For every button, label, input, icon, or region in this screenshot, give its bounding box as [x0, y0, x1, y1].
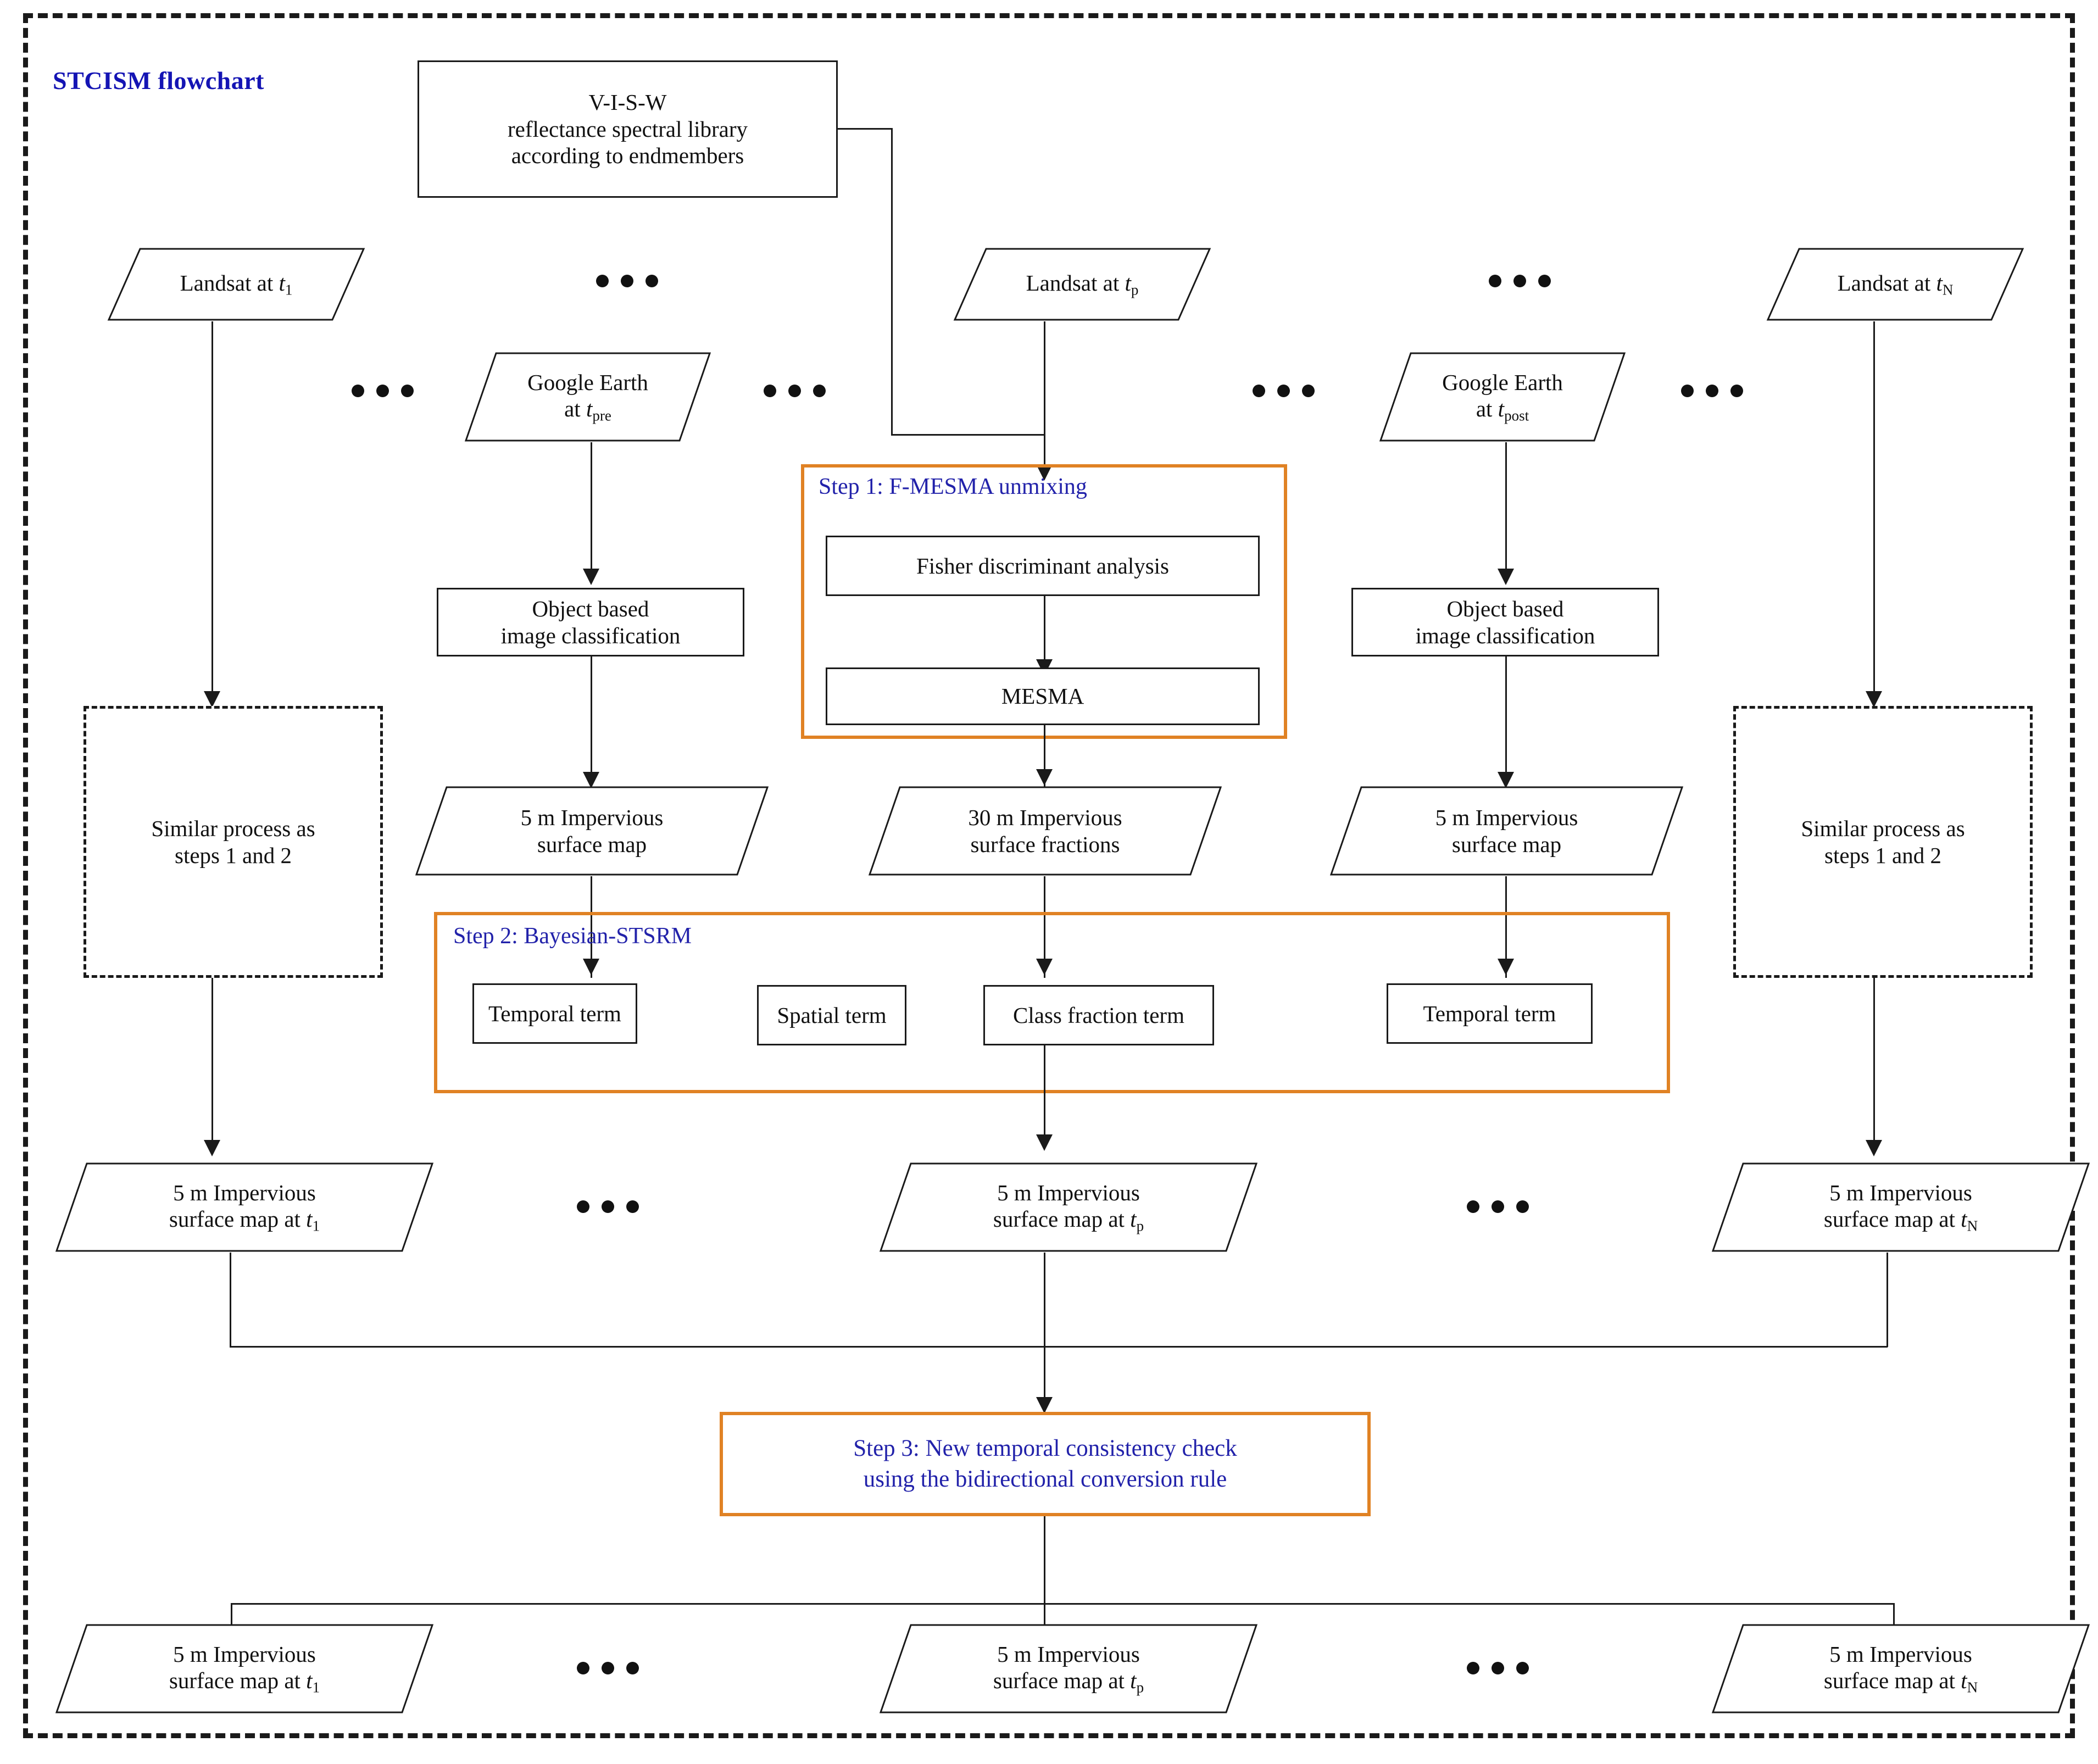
arrowhead-similar-left	[204, 1140, 220, 1156]
ellipsis-mid-left	[577, 1200, 639, 1213]
page-title: STCISM flowchart	[53, 66, 264, 94]
ellipsis-out-left	[577, 1662, 639, 1674]
node-fisher-discriminant-analysis: Fisher discriminant analysis	[826, 536, 1260, 596]
arrowhead-mesma-out	[1036, 769, 1053, 786]
arrowhead-step2-out	[1036, 1134, 1053, 1151]
arrowhead-ge-pre	[583, 569, 599, 585]
outer-dashed-border	[23, 13, 2075, 1738]
node-mesma: MESMA	[826, 667, 1260, 725]
ellipsis-top-right	[1489, 275, 1551, 287]
connector-30m-down	[1044, 876, 1045, 978]
step3-line-2: using the bidirectional conversion rule	[863, 1466, 1227, 1492]
connector-library-h1	[838, 128, 893, 130]
connector-landsat-t1-down	[212, 321, 213, 700]
ellipsis-row2-1	[352, 385, 414, 397]
connector-similar-left-down	[212, 978, 213, 1151]
connector-step2-down	[1044, 1045, 1045, 1144]
arrowhead-ge-post	[1498, 569, 1514, 585]
step2-label: Step 2: Bayesian-STSRM	[453, 923, 692, 949]
node-landsat-t1: Landsat at t1	[107, 247, 365, 321]
ellipsis-row2-4	[1681, 385, 1743, 397]
arrowhead-5m-right-into-step2	[1498, 959, 1514, 975]
node-landsat-tN: Landsat at tN	[1766, 247, 2024, 321]
step3-line-1: Step 3: New temporal consistency check	[853, 1435, 1237, 1462]
connector-merge-down	[1044, 434, 1045, 472]
connector-mid-t1-to-bus	[230, 1253, 231, 1347]
connector-bus-to-step3	[1044, 1253, 1045, 1417]
node-class-fraction-term: Class fraction term	[983, 985, 1214, 1045]
arrowhead-into-step3	[1036, 1397, 1053, 1414]
arrowhead-landsat-tN	[1866, 691, 1882, 708]
connector-similar-right-down	[1873, 978, 1875, 1151]
connector-library-h2	[891, 434, 1045, 436]
connector-mesma-down	[1044, 725, 1045, 797]
ellipsis-mid-right	[1467, 1200, 1529, 1213]
step3-container: Step 3: New temporal consistency check u…	[720, 1412, 1371, 1516]
connector-5m-left-down	[591, 876, 592, 978]
connector-obic-left-down	[591, 656, 592, 786]
arrowhead-obic-right	[1498, 772, 1514, 788]
arrowhead-similar-right	[1866, 1140, 1882, 1156]
node-temporal-term-right: Temporal term	[1387, 983, 1593, 1044]
ellipsis-top-left	[596, 275, 658, 287]
connector-mid-tN-to-bus	[1886, 1253, 1888, 1347]
arrowhead-landsat-t1	[204, 691, 220, 708]
connector-ge-pre-down	[591, 442, 592, 577]
node-temporal-term-left: Temporal term	[472, 983, 637, 1044]
connector-distributor-bus	[231, 1603, 1893, 1605]
connector-library-v	[891, 128, 893, 436]
connector-landsat-tN-down	[1873, 321, 1875, 700]
step1-label: Step 1: F-MESMA unmixing	[819, 474, 1087, 499]
arrowhead-5m-left-into-step2	[583, 959, 599, 975]
node-landsat-tp: Landsat at tp	[953, 247, 1211, 321]
step2-container	[434, 912, 1670, 1093]
connector-ge-post-down	[1505, 442, 1507, 577]
node-spatial-term: Spatial term	[757, 985, 906, 1045]
arrowhead-30m-into-step2	[1036, 959, 1053, 975]
ellipsis-out-right	[1467, 1662, 1529, 1674]
connector-landsat-tp-down	[1044, 321, 1045, 435]
connector-5m-right-down	[1505, 876, 1507, 978]
connector-fisher-to-mesma	[1044, 596, 1045, 667]
connector-step3-down	[1044, 1516, 1045, 1604]
ellipsis-row2-2	[764, 385, 826, 397]
arrowhead-obic-left	[583, 772, 599, 788]
connector-collector-bus	[230, 1346, 1888, 1348]
connector-obic-right-down	[1505, 656, 1507, 786]
ellipsis-row2-3	[1253, 385, 1315, 397]
